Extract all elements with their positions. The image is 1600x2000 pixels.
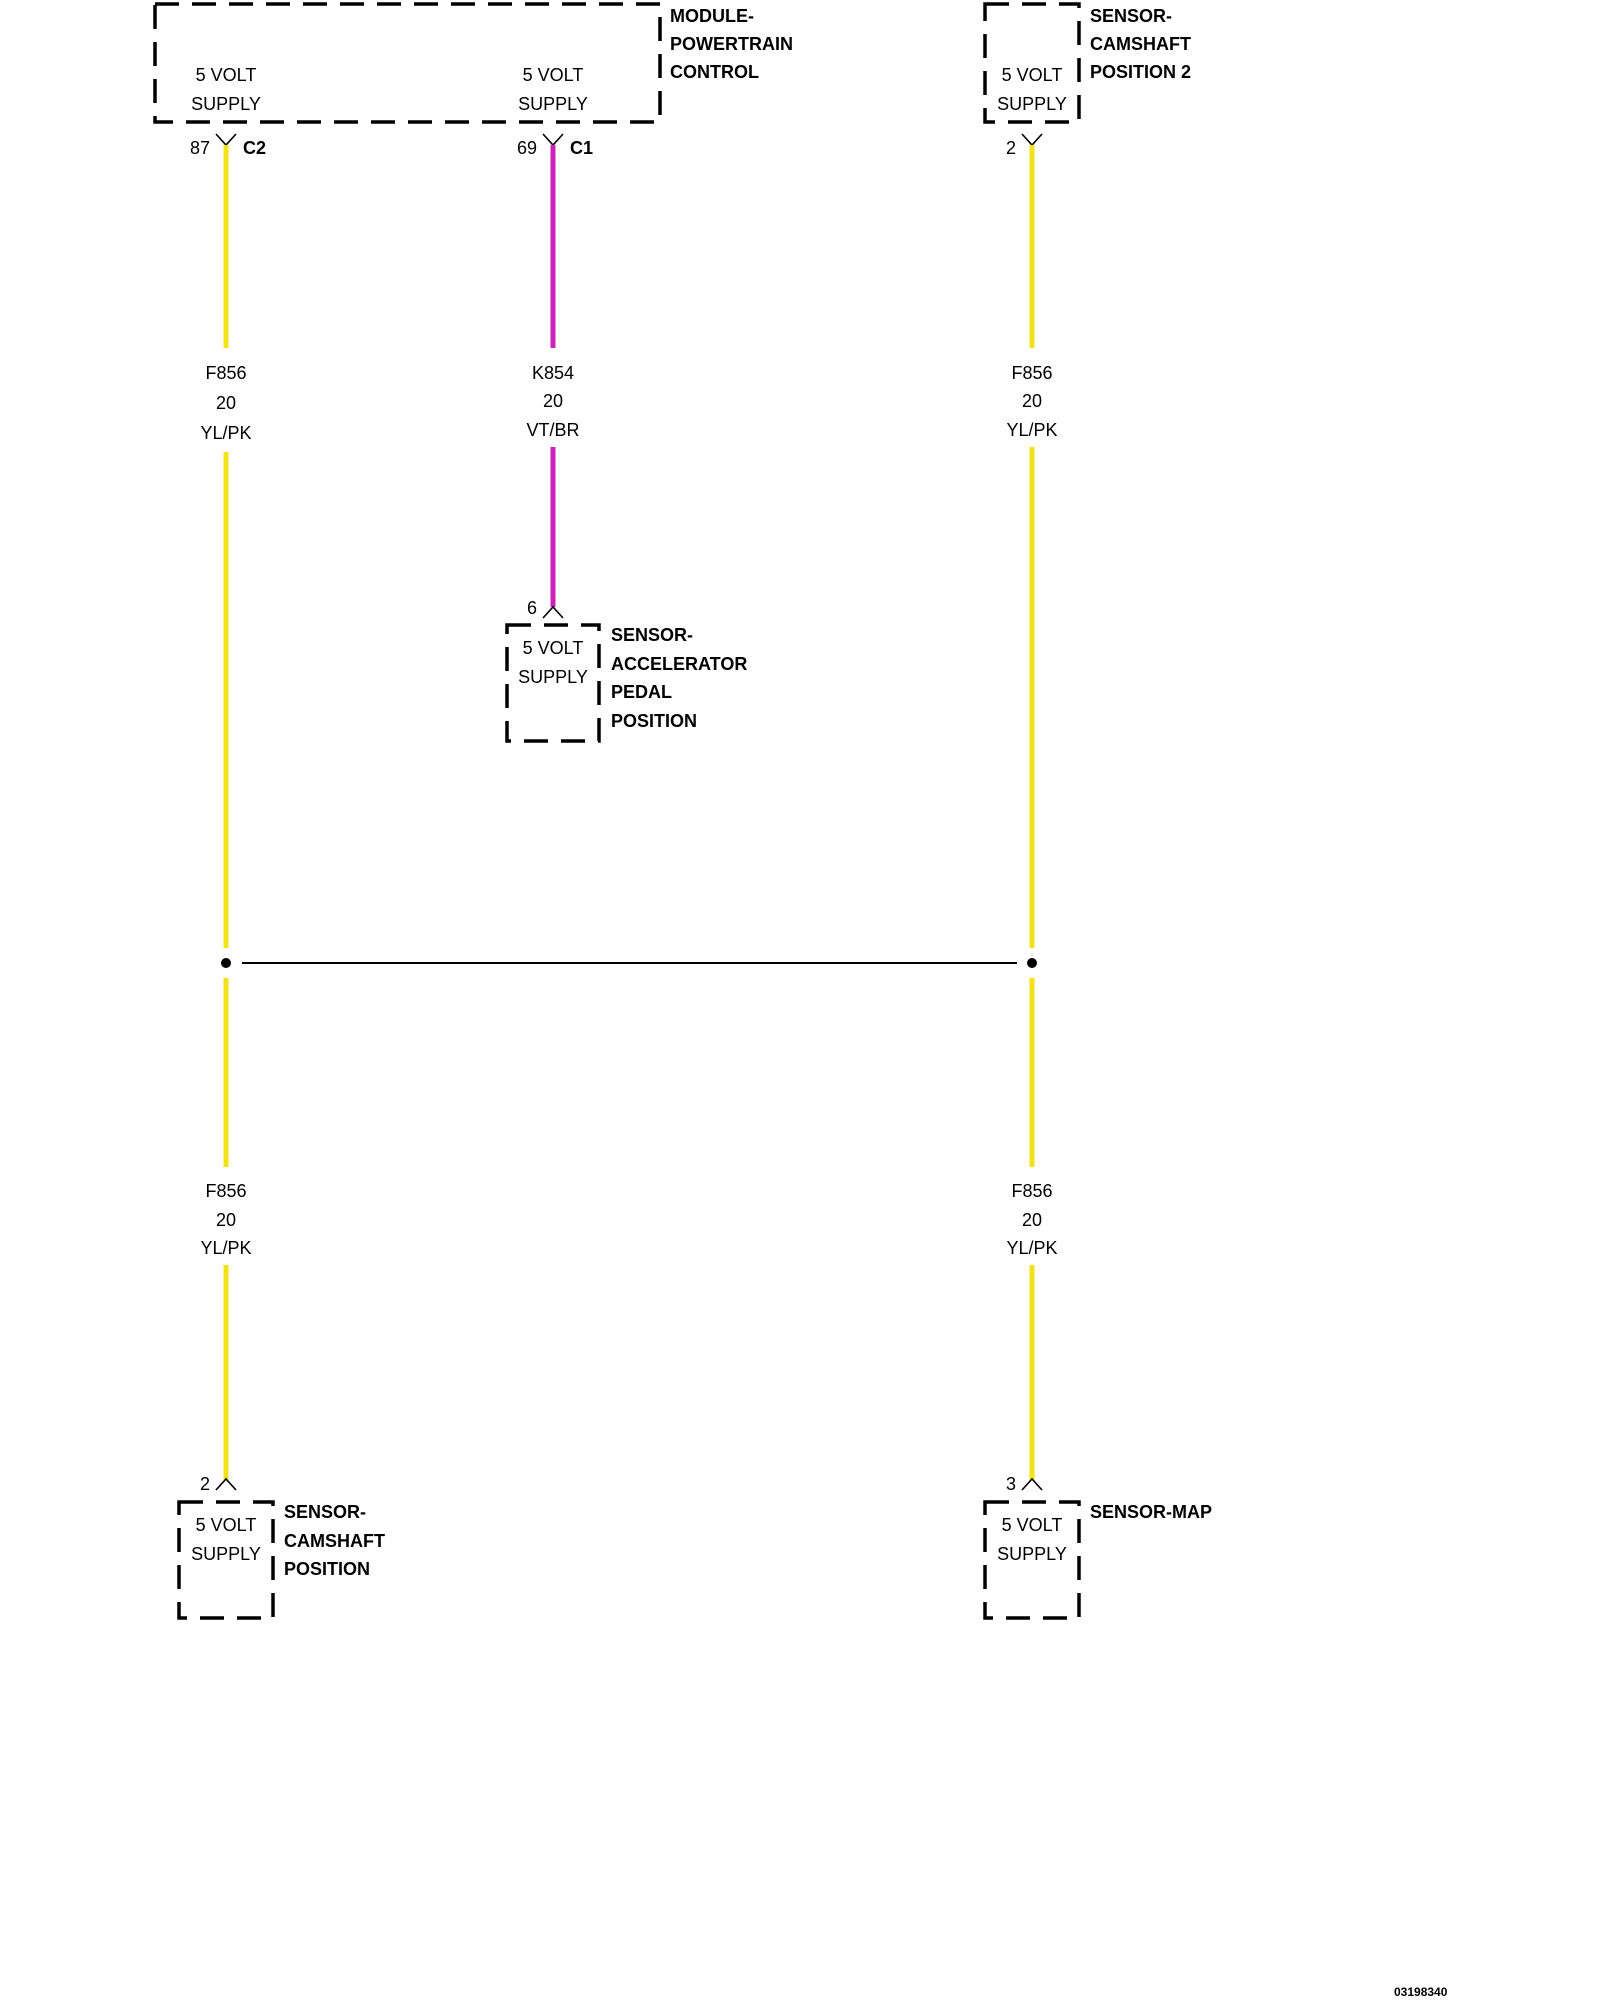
pcm-name-line-2: POWERTRAIN — [670, 34, 793, 54]
pin-number: 2 — [200, 1474, 210, 1494]
pcm-name-line-1: MODULE- — [670, 6, 754, 26]
pcm-supply-2-line-2: SUPPLY — [518, 94, 588, 114]
cmp-name-line-1: SENSOR- — [284, 1502, 366, 1522]
wire-circuit: F856 — [1011, 1181, 1052, 1201]
map-supply-line-1: 5 VOLT — [1002, 1515, 1063, 1535]
wire-circuit: K854 — [532, 363, 574, 383]
cmp2-name-line-2: CAMSHAFT — [1090, 34, 1191, 54]
map-supply-line-2: SUPPLY — [997, 1544, 1067, 1564]
connector-id: C1 — [570, 138, 593, 158]
pin-number: 69 — [517, 138, 537, 158]
wire-circuit: F856 — [1011, 363, 1052, 383]
wire-color: YL/PK — [1006, 420, 1057, 440]
pcm-supply-1-line-1: 5 VOLT — [196, 65, 257, 85]
app-dashed-box — [505, 623, 601, 743]
figure-id: 03198340 — [1394, 1985, 1448, 1999]
connector-female-symbol — [542, 133, 564, 147]
cmp-name-line-2: CAMSHAFT — [284, 1531, 385, 1551]
cmp2-pin: 2 — [1006, 133, 1043, 158]
connector-female-symbol — [1021, 133, 1043, 147]
app-name-line-2: ACCELERATOR — [611, 654, 747, 674]
app-supply-line-1: 5 VOLT — [523, 638, 584, 658]
pin-number: 2 — [1006, 138, 1016, 158]
connector-male-symbol — [1021, 1477, 1043, 1491]
cmp2-sensor: SENSOR- CAMSHAFT POSITION 2 5 VOLT SUPPL… — [983, 2, 1191, 124]
map-sensor: 5 VOLT SUPPLY SENSOR-MAP — [983, 1500, 1212, 1620]
splice-dot-left — [221, 958, 231, 968]
wire-gauge: 20 — [216, 1210, 236, 1230]
cmp-name-line-3: POSITION — [284, 1559, 370, 1579]
app-name-line-1: SENSOR- — [611, 625, 693, 645]
cmp2-dashed-box — [983, 2, 1081, 124]
pcm-module: MODULE- POWERTRAIN CONTROL 5 VOLT SUPPLY… — [153, 2, 793, 124]
cmp2-supply-line-2: SUPPLY — [997, 94, 1067, 114]
wire-color: YL/PK — [200, 1238, 251, 1258]
wire-circuit: F856 — [205, 363, 246, 383]
pin-number: 3 — [1006, 1474, 1016, 1494]
connector-female-symbol — [215, 133, 237, 147]
map-name-line-1: SENSOR-MAP — [1090, 1502, 1212, 1522]
wire-gauge: 20 — [543, 391, 563, 411]
pcm-supply-2-line-1: 5 VOLT — [523, 65, 584, 85]
pcm-name-line-3: CONTROL — [670, 62, 759, 82]
splice-dot-right — [1027, 958, 1037, 968]
app-name-line-3: PEDAL — [611, 682, 672, 702]
pcm-c2-pin: 87 C2 — [190, 133, 266, 158]
splice-junction — [221, 958, 1037, 968]
cmp2-name-line-3: POSITION 2 — [1090, 62, 1191, 82]
app-pin: 6 — [527, 598, 564, 619]
wire-left-upper: F856 20 YL/PK — [200, 145, 252, 948]
wire-circuit: F856 — [205, 1181, 246, 1201]
connector-id: C2 — [243, 138, 266, 158]
wire-color: YL/PK — [200, 423, 251, 443]
pcm-supply-1-line-2: SUPPLY — [191, 94, 261, 114]
wire-right-lower: F856 20 YL/PK — [1006, 978, 1058, 1480]
wire-gauge: 20 — [216, 393, 236, 413]
pin-number: 6 — [527, 598, 537, 618]
wire-color: YL/PK — [1006, 1238, 1057, 1258]
cmp-dashed-box — [177, 1500, 275, 1620]
pcm-dashed-box — [153, 2, 662, 124]
app-supply-line-2: SUPPLY — [518, 667, 588, 687]
pin-number: 87 — [190, 138, 210, 158]
cmp-pin: 2 — [200, 1474, 237, 1494]
cmp2-supply-line-1: 5 VOLT — [1002, 65, 1063, 85]
app-sensor: 5 VOLT SUPPLY SENSOR- ACCELERATOR PEDAL … — [505, 623, 747, 743]
app-name-line-4: POSITION — [611, 711, 697, 731]
cmp-supply-line-1: 5 VOLT — [196, 1515, 257, 1535]
cmp2-name-line-1: SENSOR- — [1090, 6, 1172, 26]
wire-gauge: 20 — [1022, 1210, 1042, 1230]
map-pin: 3 — [1006, 1474, 1043, 1494]
map-dashed-box — [983, 1500, 1081, 1620]
wire-mid: K854 20 VT/BR — [526, 145, 580, 607]
wire-color: VT/BR — [526, 420, 579, 440]
wire-gauge: 20 — [1022, 391, 1042, 411]
wire-right-upper: F856 20 YL/PK — [1006, 145, 1058, 948]
cmp-sensor: 5 VOLT SUPPLY SENSOR- CAMSHAFT POSITION — [177, 1500, 385, 1620]
connector-male-symbol — [215, 1477, 237, 1491]
cmp-supply-line-2: SUPPLY — [191, 1544, 261, 1564]
connector-male-symbol — [542, 605, 564, 619]
wire-left-lower: F856 20 YL/PK — [200, 978, 252, 1480]
